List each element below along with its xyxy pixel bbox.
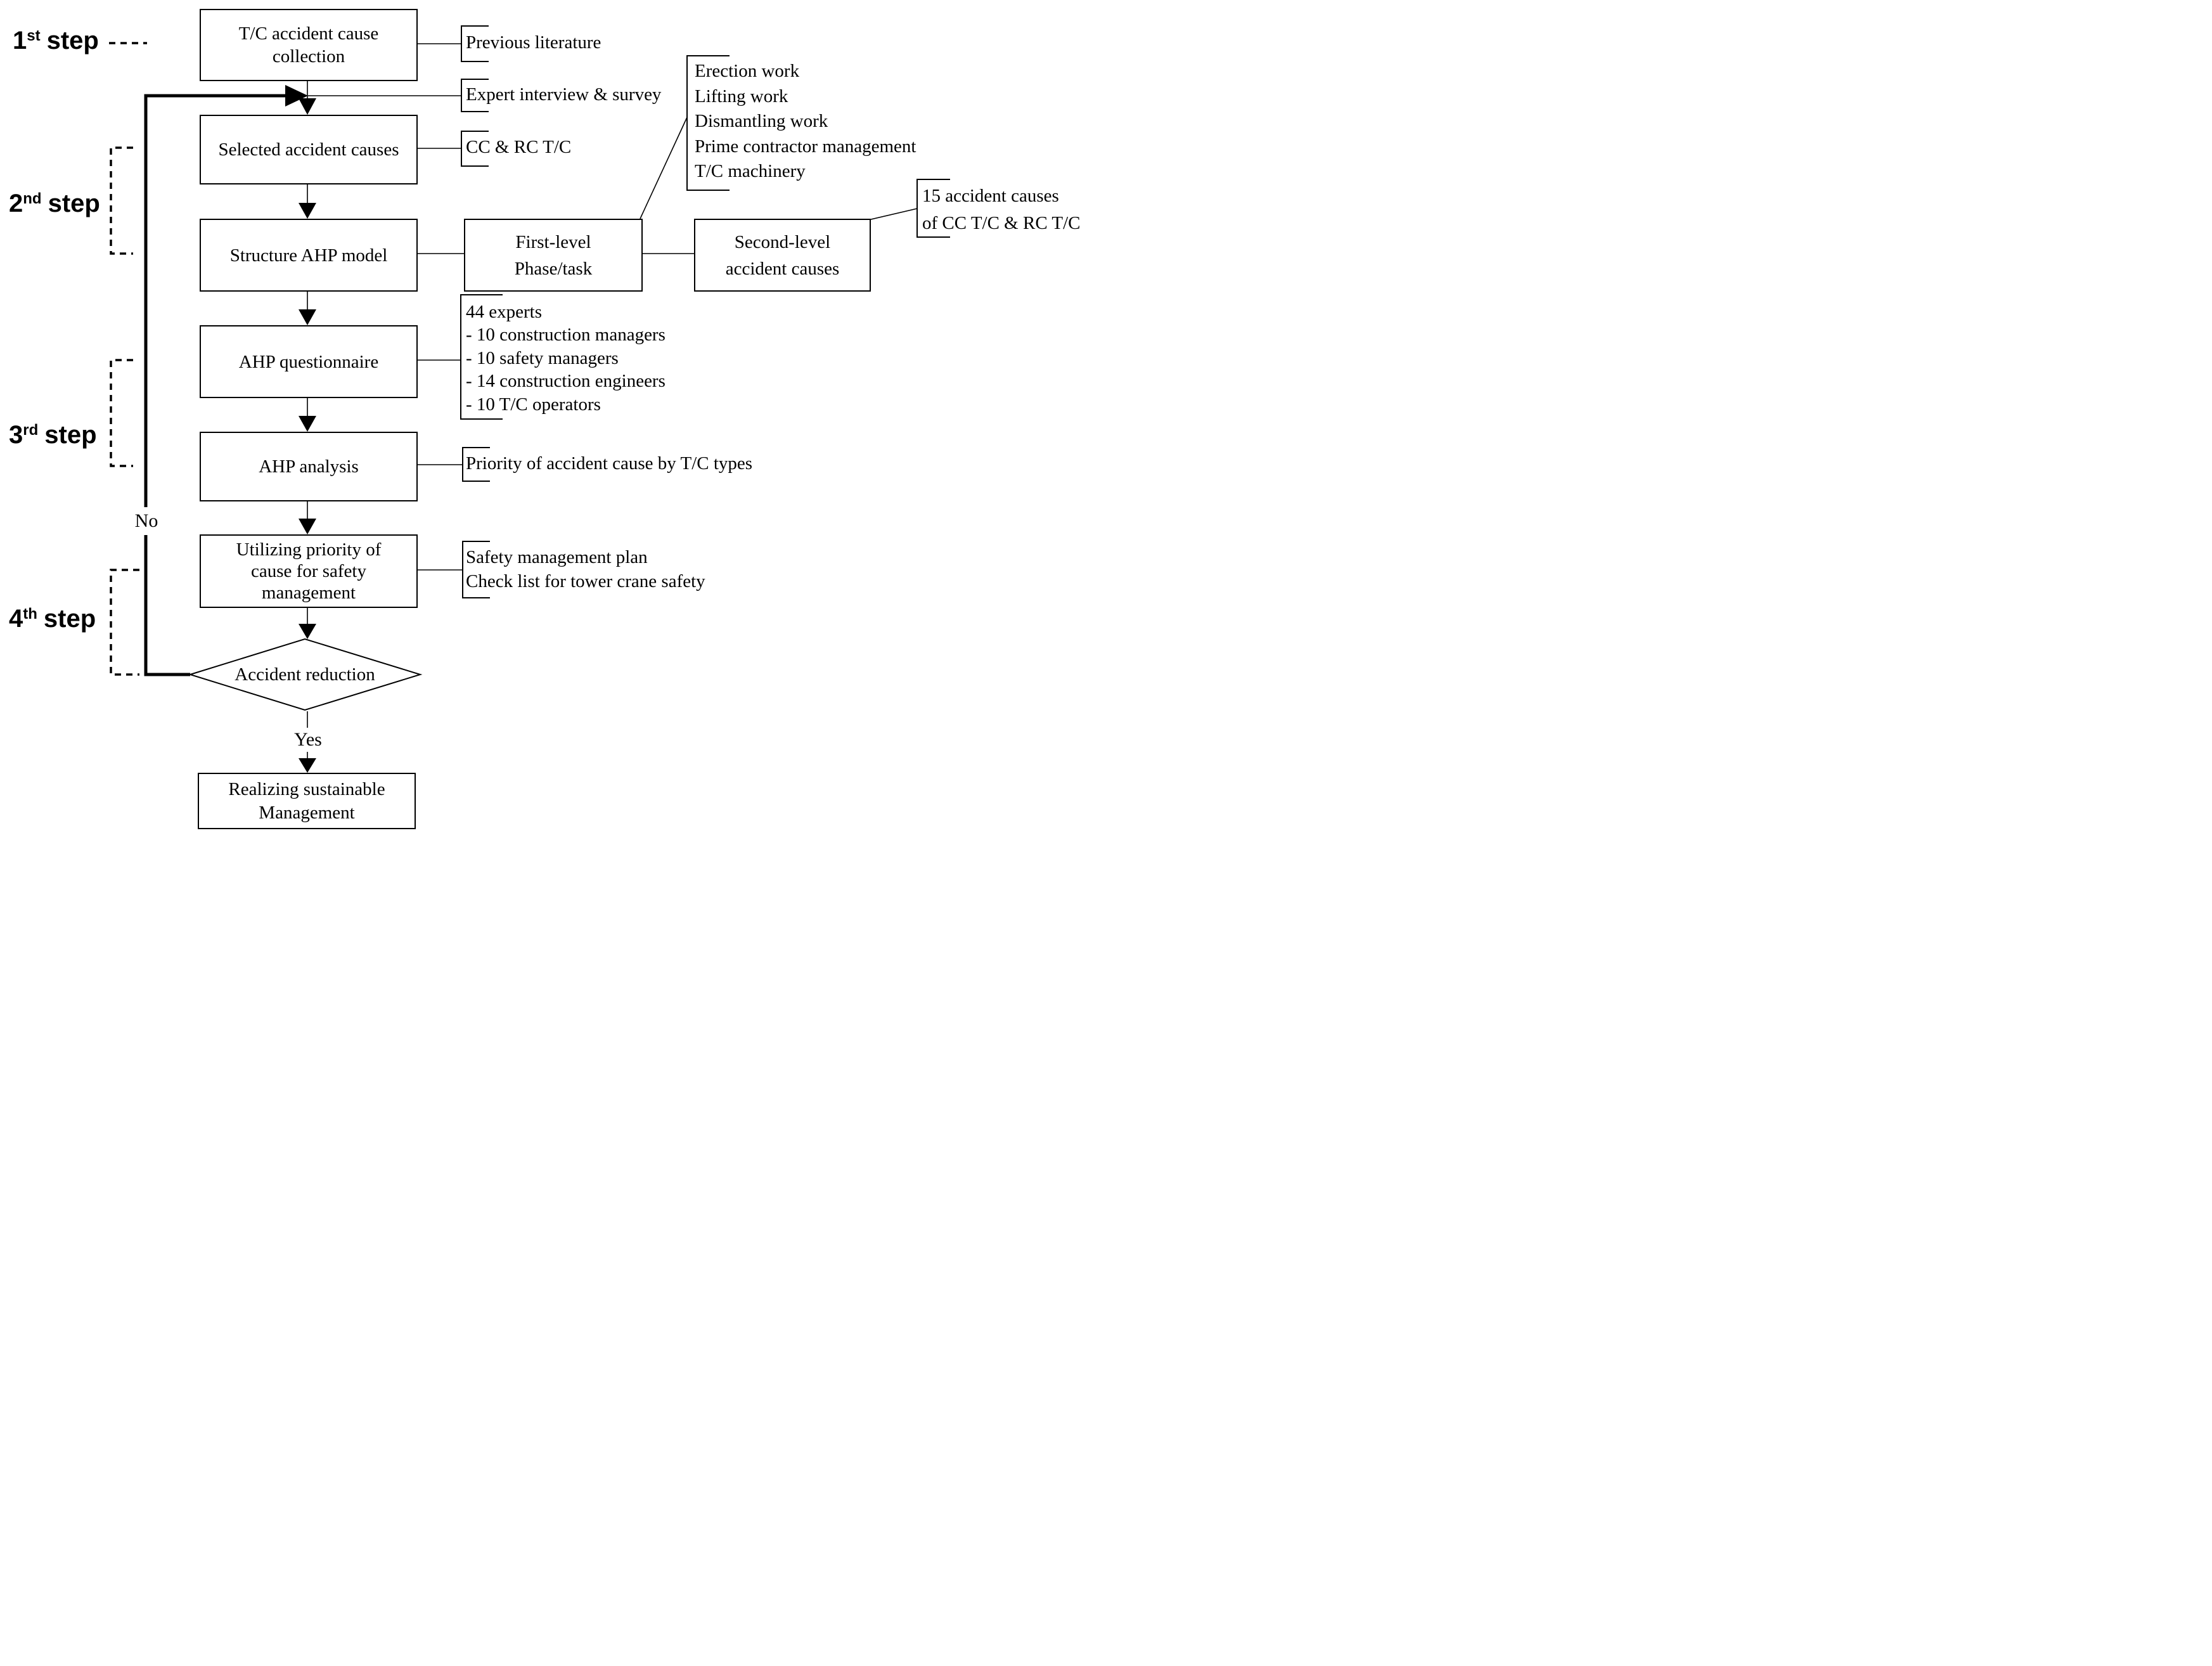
flow-box-ahp-questionnaire: AHP questionnaire: [200, 325, 418, 398]
annotation-experts: 44 experts - 10 construction managers - …: [466, 300, 666, 416]
phase-task-item: Lifting work: [695, 86, 788, 107]
step-2-word: step: [48, 190, 100, 217]
step-4-ordinal: th: [23, 605, 37, 623]
phase-task-item: Dismantling work: [695, 111, 828, 132]
no-branch-label: No: [132, 507, 161, 535]
experts-line: 44 experts: [466, 301, 542, 322]
no-feedback-arrowhead-icon: [285, 85, 308, 107]
annotation-expert-interview: Expert interview & survey: [466, 84, 661, 105]
annotation-safety-outputs: Safety management plan Check list for to…: [466, 545, 705, 593]
flow-box-collection-line2: collection: [272, 46, 345, 67]
flow-box-structure-ahp: Structure AHP model: [200, 219, 418, 292]
model-box-first-level: First-level Phase/task: [464, 219, 643, 292]
bracket-experts: [460, 294, 503, 420]
step-4-word: step: [43, 605, 96, 633]
flow-box-collection-line1: T/C accident cause: [238, 23, 379, 44]
experts-line: - 10 construction managers: [466, 325, 666, 345]
experts-line: - 10 safety managers: [466, 347, 619, 368]
flow-box-ahp-analysis-label: AHP analysis: [259, 456, 359, 477]
step-2-number: 2: [9, 190, 23, 217]
flow-box-utilizing-line1: Utilizing priority of: [236, 539, 382, 560]
step3-dashed-bracket: [110, 359, 133, 467]
experts-line: - 10 T/C operators: [466, 394, 601, 415]
model-first-level-line1: First-level: [515, 231, 591, 252]
no-text: No: [134, 510, 158, 531]
flow-box-realizing-line1: Realizing sustainable: [228, 778, 385, 799]
annotation-cc-rc: CC & RC T/C: [466, 137, 571, 158]
arrowhead-into-selected-icon: [299, 98, 316, 115]
flow-box-structure-ahp-label: Structure AHP model: [229, 245, 388, 266]
safety-output-line1: Safety management plan: [466, 546, 648, 567]
previous-literature-text: Previous literature: [466, 32, 601, 53]
flow-box-ahp-questionnaire-label: AHP questionnaire: [238, 351, 379, 372]
step-3-word: step: [44, 421, 97, 449]
arrowhead-into-structure-icon: [299, 203, 316, 219]
safety-output-line2: Check list for tower crane safety: [466, 571, 705, 591]
experts-line: - 14 construction engineers: [466, 371, 666, 392]
bracket-safety-outputs: [462, 541, 490, 598]
step4-dashed-bracket: [110, 569, 139, 676]
flow-box-utilizing-line3: management: [261, 583, 356, 603]
flow-box-selected-causes: Selected accident causes: [200, 115, 418, 184]
flow-box-utilizing-line2: cause for safety: [251, 561, 366, 581]
priority-text: Priority of accident cause by T/C types: [466, 453, 753, 474]
annotation-previous-literature: Previous literature: [466, 32, 601, 53]
yes-text: Yes: [294, 729, 322, 750]
decision-text: Accident reduction: [235, 664, 375, 685]
fifteen-causes-line1: 15 accident causes: [922, 186, 1059, 206]
bracket-priority: [462, 447, 490, 482]
phase-task-item: T/C machinery: [695, 161, 806, 182]
fifteen-causes-line2: of CC T/C & RC T/C: [922, 213, 1081, 233]
arrowhead-into-decision-icon: [299, 624, 316, 639]
step-1-word: step: [46, 27, 99, 55]
model-second-level-line1: Second-level: [734, 231, 831, 252]
model-first-level-line2: Phase/task: [514, 258, 593, 279]
step2-dashed-bracket: [110, 146, 133, 255]
step-1-number: 1: [13, 27, 27, 55]
flow-box-ahp-analysis: AHP analysis: [200, 432, 418, 501]
model-second-level-line2: accident causes: [725, 258, 840, 279]
step-1-ordinal: st: [27, 27, 41, 44]
flow-box-selected-causes-label: Selected accident causes: [218, 139, 399, 160]
phase-task-item: Erection work: [695, 61, 800, 82]
connector-layer: [109, 25, 950, 773]
phase-task-item: Prime contractor management: [695, 136, 916, 157]
flow-box-utilizing-priority: Utilizing priority of cause for safety m…: [200, 534, 418, 608]
flow-box-realizing: Realizing sustainable Management: [198, 773, 416, 829]
step-3-number: 3: [9, 421, 23, 449]
decision-diamond-label: Accident reduction: [209, 662, 401, 687]
annotation-fifteen-causes: 15 accident causes of CC T/C & RC T/C: [922, 183, 1081, 237]
bracket-phase-task-list: [686, 55, 730, 191]
annotation-priority: Priority of accident cause by T/C types: [466, 453, 752, 474]
no-feedback-line: [144, 94, 288, 676]
diagonal-secondlevel-fifteen-causes: [868, 208, 918, 221]
flow-box-collection: T/C accident cause collection: [200, 9, 418, 81]
step-4-number: 4: [9, 605, 23, 633]
expert-interview-text: Expert interview & survey: [466, 84, 662, 105]
step-2-ordinal: nd: [23, 190, 42, 207]
arrowhead-into-analysis-icon: [299, 416, 316, 432]
bracket-previous-literature: [461, 25, 489, 62]
bracket-fifteen-causes: [916, 179, 950, 238]
model-box-second-level: Second-level accident causes: [694, 219, 871, 292]
bracket-expert-interview: [461, 79, 489, 112]
arrowhead-into-utilizing-icon: [299, 519, 316, 534]
arrowhead-into-questionnaire-icon: [299, 309, 316, 325]
annotation-phase-task-list: Erection work Lifting work Dismantling w…: [695, 59, 916, 184]
bracket-cc-rc: [461, 131, 489, 167]
yes-branch-label: Yes: [288, 728, 328, 752]
decision-diamond-shape: [188, 638, 423, 711]
flow-box-realizing-line2: Management: [259, 802, 355, 823]
step-3-ordinal: rd: [23, 422, 39, 439]
arrowhead-into-realizing-icon: [299, 758, 316, 773]
cc-rc-text: CC & RC T/C: [466, 137, 572, 157]
diagonal-firstlevel-phasetask-list: [640, 117, 688, 219]
